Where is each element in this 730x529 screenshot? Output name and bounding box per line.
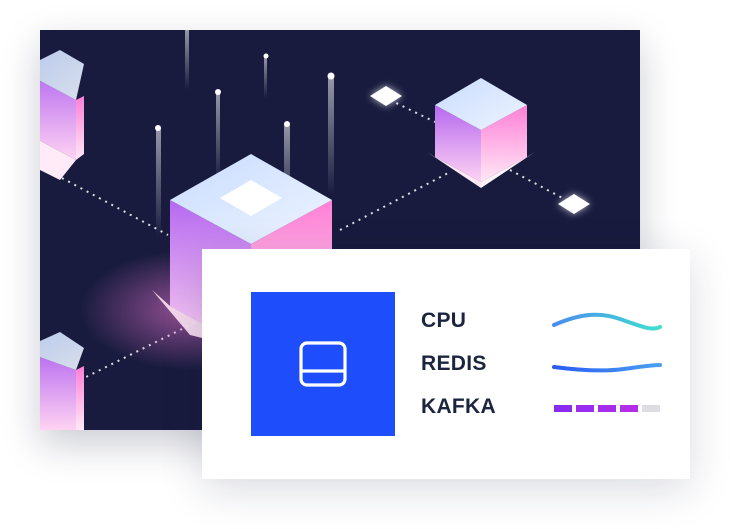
kafka-segment-indicator — [554, 405, 660, 412]
metric-label-redis: REDIS — [421, 352, 487, 375]
sparkles — [155, 53, 335, 131]
hard-drive-icon — [299, 341, 347, 387]
cube-left-bottom — [40, 332, 84, 430]
dotted-connectors — [61, 99, 571, 381]
kafka-segment-2 — [576, 405, 594, 412]
kafka-segment-4 — [620, 405, 638, 412]
cube-left-top — [40, 50, 84, 180]
metrics-card: CPU REDIS KAFKA — [202, 249, 690, 479]
cpu-wave-indicator — [552, 312, 662, 331]
kafka-segment-5 — [642, 405, 660, 412]
kafka-segment-1 — [554, 405, 572, 412]
kafka-segment-3 — [598, 405, 616, 412]
metric-label-cpu: CPU — [421, 309, 467, 332]
redis-wave-indicator — [552, 363, 662, 373]
metric-label-kafka: KAFKA — [421, 395, 496, 418]
cube-right — [427, 78, 535, 188]
storage-tile — [251, 292, 395, 436]
diamond-nodes — [370, 86, 590, 214]
